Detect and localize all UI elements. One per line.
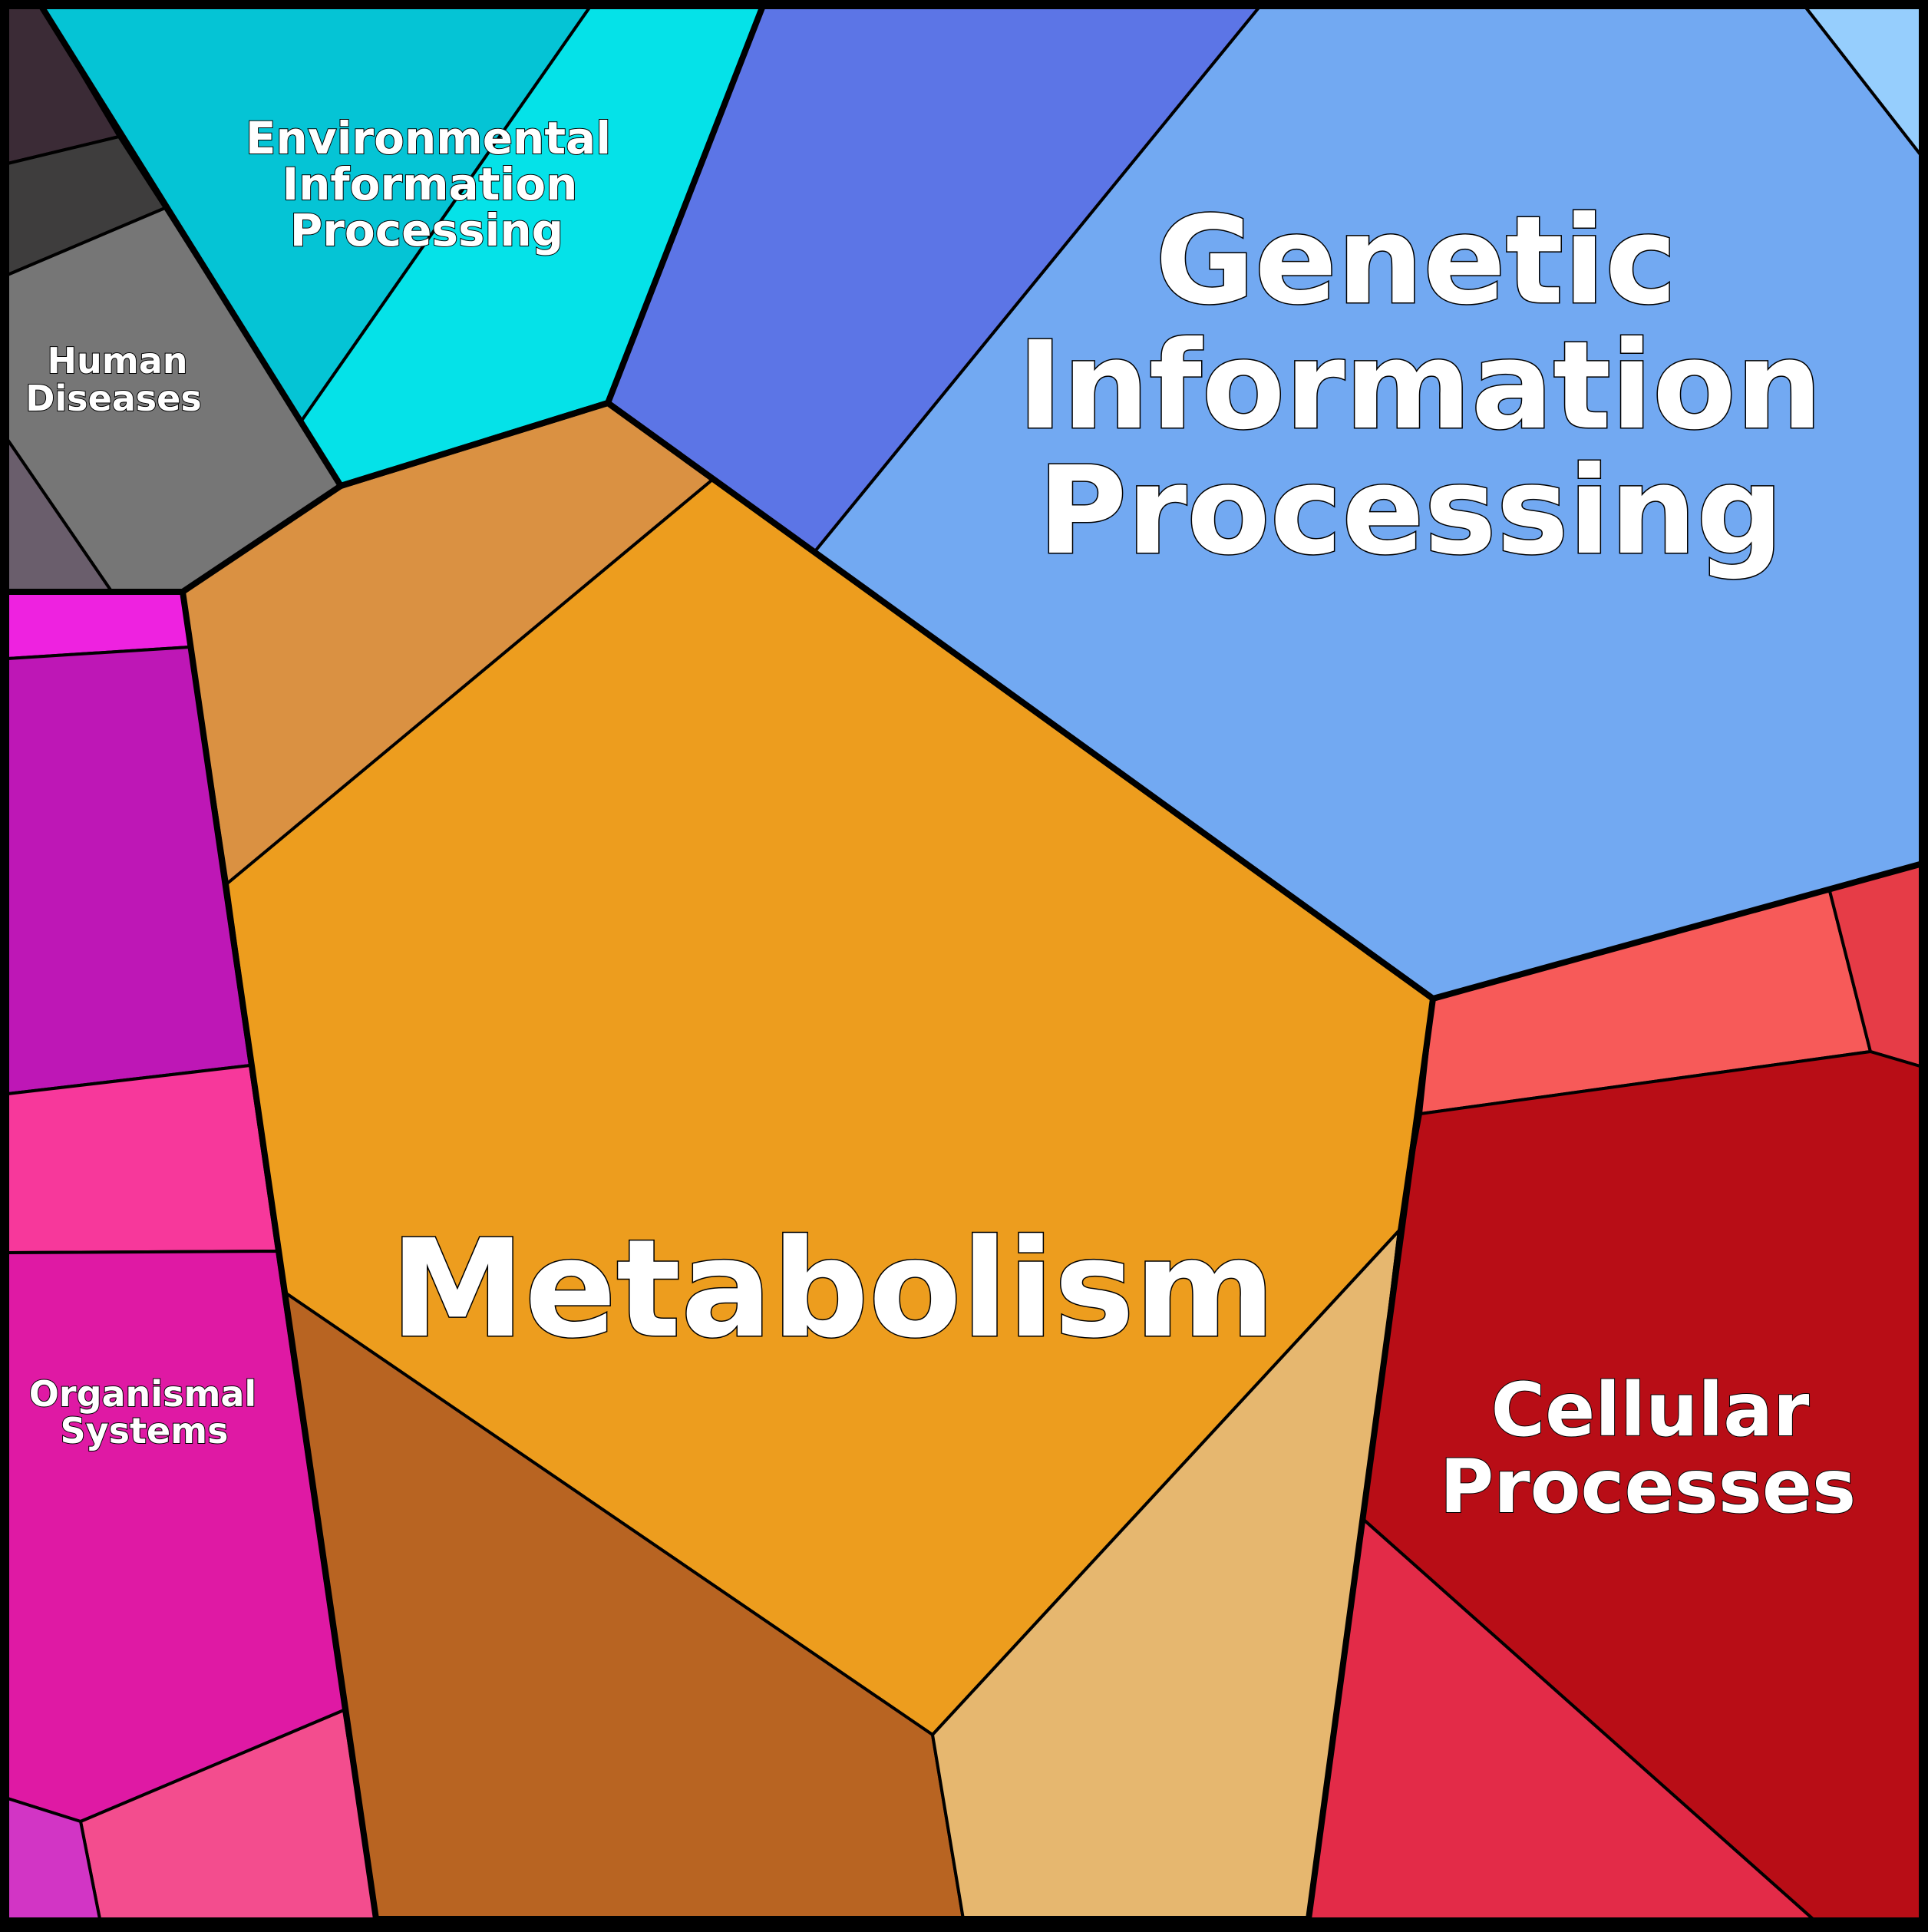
label-organismal-line2: Systems xyxy=(61,1410,229,1451)
label-metabolism: Metabolism xyxy=(390,1210,1275,1368)
label-cellular-line1: Cellular xyxy=(1491,1367,1810,1453)
label-organismal-line1: Organismal xyxy=(29,1373,256,1415)
genetic-boundary xyxy=(605,6,1924,1002)
organismal-cell-pink xyxy=(6,1064,279,1254)
label-genetic-line1: Genetic xyxy=(1155,190,1677,332)
label-environmental-line1: Environmental xyxy=(246,112,611,164)
label-human-line2: Diseases xyxy=(25,378,202,419)
label-environmental-line3: Processing xyxy=(290,204,563,256)
label-human-line1: Human xyxy=(48,340,188,381)
label-cellular-line2: Processes xyxy=(1440,1444,1856,1530)
label-environmental-line2: Information xyxy=(282,158,578,210)
label-genetic-line2: Information xyxy=(1018,315,1822,457)
environmental-boundary xyxy=(39,5,609,489)
label-genetic-line3: Processing xyxy=(1038,441,1784,582)
